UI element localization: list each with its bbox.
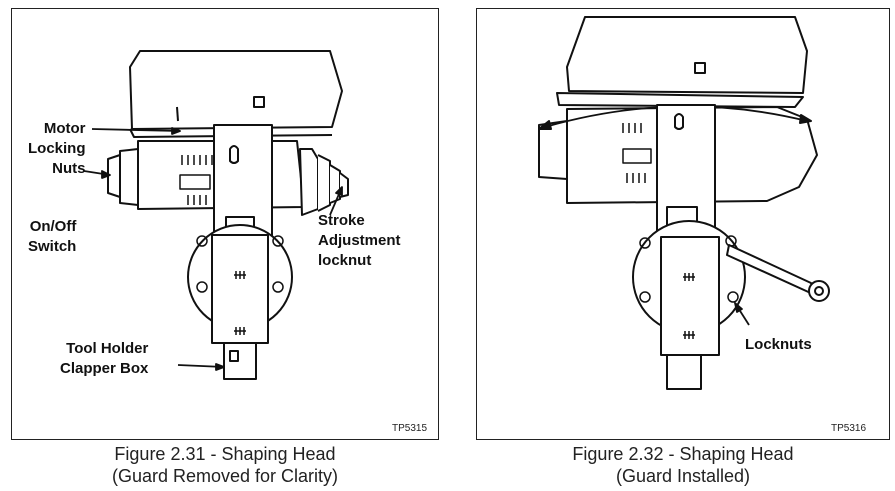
locknuts-callout: Locknuts <box>745 336 812 353</box>
shaping-head-guard-installed-drawing <box>538 16 830 390</box>
figure-2-32-caption: Figure 2.32 - Shaping Head (Guard Instal… <box>476 443 890 487</box>
motor-locking-nuts-callout: Motor Locking Nuts <box>28 119 86 179</box>
callout-line: Clapper Box <box>60 360 149 377</box>
figure-2-32-panel: Locknuts TP5316 <box>476 8 890 440</box>
figure-code: TP5316 <box>831 423 867 434</box>
stroke-adjustment-locknut-callout: Stroke Adjustment locknut <box>318 211 401 271</box>
on-off-switch-callout: On/Off Switch <box>28 217 76 257</box>
figure-2-31-caption: Figure 2.31 - Shaping Head (Guard Remove… <box>11 443 439 487</box>
caption-subtitle: (Guard Removed for Clarity) <box>111 466 339 486</box>
caption-title: Figure 2.31 - Shaping Head <box>114 444 336 464</box>
callout-line: Switch <box>28 238 77 255</box>
callout-line: Tool Holder <box>66 340 149 357</box>
caption-title: Figure 2.32 - Shaping Head <box>572 444 794 464</box>
tool-holder-clapper-box-callout: Tool Holder Clapper Box <box>60 339 148 379</box>
figure-2-31-panel: Motor Locking Nuts On/Off Switch Stroke … <box>11 8 439 440</box>
callout-line: Locking <box>28 140 86 157</box>
callout-line: Nuts <box>52 160 86 177</box>
shaping-head-guard-removed-drawing <box>83 50 349 380</box>
callout-line: Stroke <box>318 212 365 229</box>
callout-line: On/Off <box>29 218 77 235</box>
callout-line: Motor <box>43 120 86 137</box>
callout-line: Adjustment <box>318 232 401 249</box>
caption-subtitle: (Guard Installed) <box>615 466 751 486</box>
figure-code: TP5315 <box>392 423 428 434</box>
callout-line: locknut <box>318 252 372 269</box>
